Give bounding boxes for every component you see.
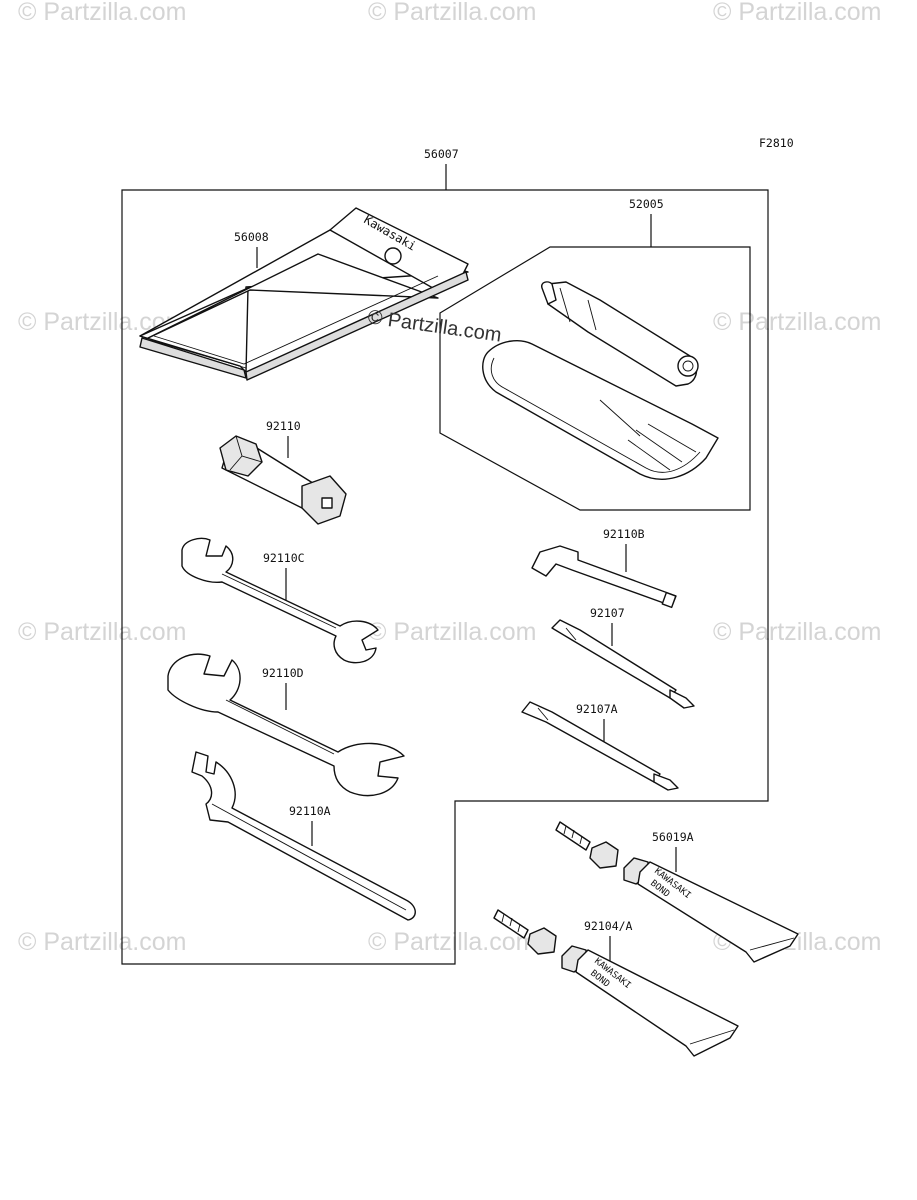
part-label-92107[interactable]: 92107 xyxy=(590,606,625,620)
diagram-code: F2810 xyxy=(759,136,794,150)
watermark: © Partzilla.com xyxy=(18,928,186,956)
part-label-92104A[interactable]: 92104/A xyxy=(584,919,633,933)
part-label-92110[interactable]: 92110 xyxy=(266,419,301,433)
screwdriver-2 xyxy=(521,701,679,791)
center-watermark: © Partzilla.com xyxy=(366,306,503,347)
part-label-92110C[interactable]: 92110C xyxy=(263,551,305,565)
part-label-56019A[interactable]: 56019A xyxy=(652,830,694,844)
watermark: © Partzilla.com xyxy=(368,618,536,646)
part-label-92110D[interactable]: 92110D xyxy=(262,666,304,680)
hook-wrench xyxy=(191,751,416,921)
watermark: © Partzilla.com xyxy=(368,0,536,26)
watermark: © Partzilla.com xyxy=(368,928,536,956)
screwdriver-1 xyxy=(551,619,695,709)
grip-cement-tube xyxy=(540,281,699,387)
bond-tube-1: KAWASAKI BOND xyxy=(555,821,799,963)
part-label-56008[interactable]: 56008 xyxy=(234,230,269,244)
part-label-92110A[interactable]: 92110A xyxy=(289,804,331,818)
open-end-wrench-small xyxy=(181,537,379,664)
open-end-wrench-large xyxy=(167,653,405,797)
bond-tube-2: KAWASAKI BOND xyxy=(493,909,739,1057)
watermark-layer: © Partzilla.com © Partzilla.com © Partzi… xyxy=(18,0,881,956)
watermark: © Partzilla.com xyxy=(713,618,881,646)
tool-pouch: Kawasaki xyxy=(139,207,469,381)
watermark: © Partzilla.com xyxy=(713,0,881,26)
watermark: © Partzilla.com xyxy=(713,308,881,336)
kit-frame xyxy=(121,189,769,965)
part-label-56007[interactable]: 56007 xyxy=(424,147,459,161)
grip-kit-frame xyxy=(439,246,751,511)
watermark: © Partzilla.com xyxy=(18,0,186,26)
part-label-52005[interactable]: 52005 xyxy=(629,197,664,211)
part-label-92110B[interactable]: 92110B xyxy=(603,527,645,541)
part-label-92107A[interactable]: 92107A xyxy=(576,702,618,716)
grip-bag xyxy=(482,340,719,480)
spark-plug-wrench xyxy=(219,435,347,525)
hex-key xyxy=(531,545,677,609)
watermark: © Partzilla.com xyxy=(18,618,186,646)
